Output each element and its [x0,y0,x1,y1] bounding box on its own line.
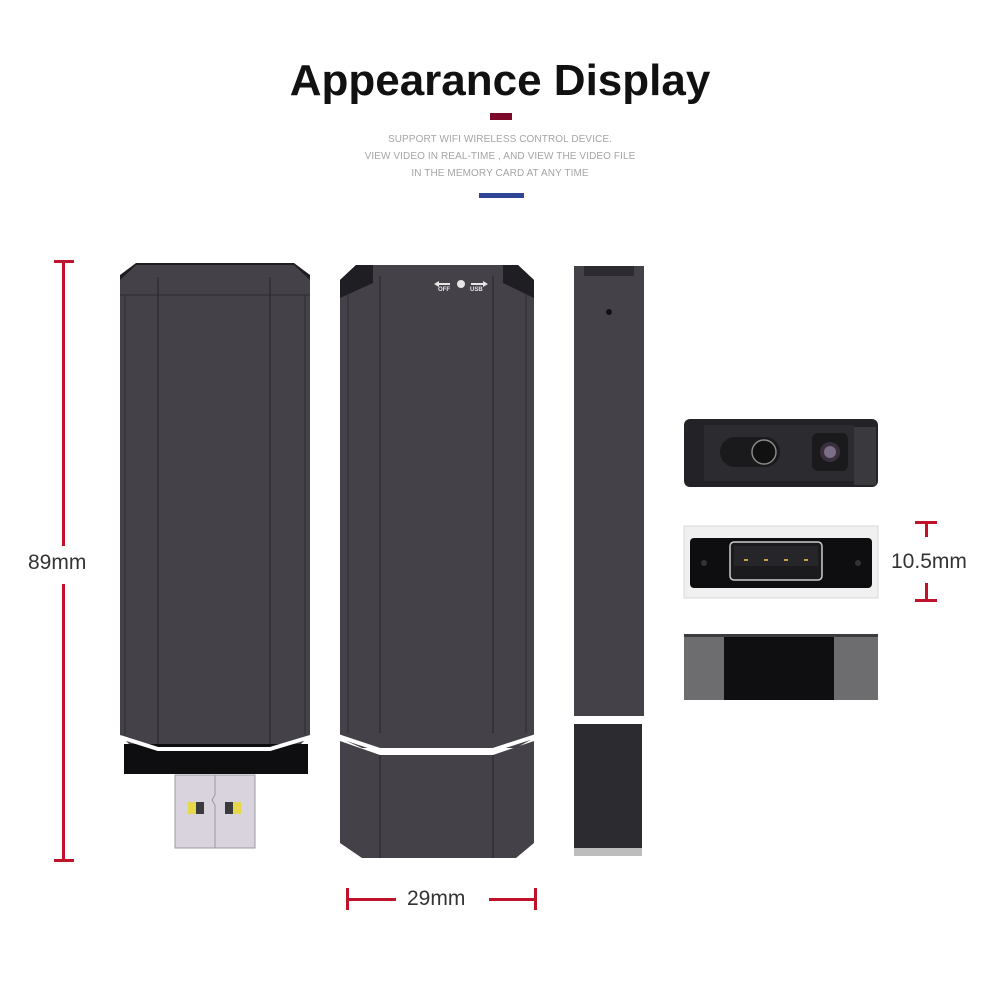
switch-usb-label: USB [470,287,483,293]
dim-tick-bottom [54,859,74,862]
accent-bar-bottom [479,193,524,198]
dim-tick-right [534,888,537,910]
device-front-with-cap [338,265,537,858]
dim-line-right [489,898,537,901]
height-label: 89mm [28,551,87,574]
accent-bar-top [490,113,512,120]
dim-line-upper [62,260,65,546]
dim-line-top [925,521,928,537]
device-side [574,266,644,856]
thickness-label: 10.5mm [891,550,967,573]
device-end-cap [684,634,878,700]
device-bottom-end-usb-port [683,525,879,599]
device-front-usb-extended [119,263,311,849]
dim-line-left [346,898,396,901]
subtitle-line-1: SUPPORT WIFI WIRELESS CONTROL DEVICE. [387,134,613,145]
dim-line-bottom [925,583,928,600]
width-label: 29mm [407,887,466,910]
page-title: Appearance Display [289,56,711,105]
device-top-end-camera [684,419,878,487]
subtitle-line-2: VIEW VIDEO IN REAL-TIME , AND VIEW THE V… [364,151,636,162]
dim-line-lower [62,584,65,861]
subtitle: SUPPORT WIFI WIRELESS CONTROL DEVICE. VI… [0,131,1000,182]
subtitle-line-3: IN THE MEMORY CARD AT ANY TIME [411,168,589,179]
dim-tick-bottom [915,599,937,602]
switch-off-label: OFF [438,287,450,293]
